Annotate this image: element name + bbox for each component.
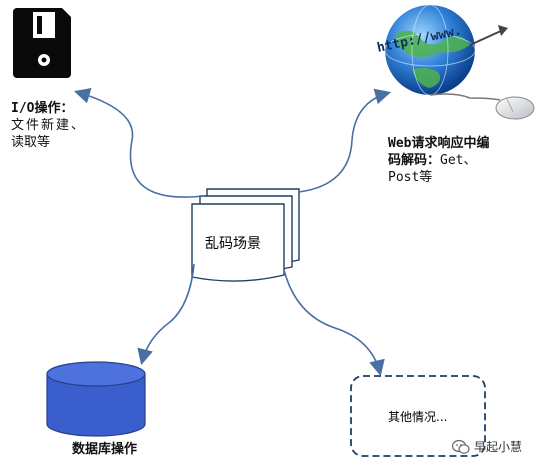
web-label: Web请求响应中编 码解码：Get、 Post等 [388, 135, 489, 186]
web-label-line2-rest: Get、 [440, 153, 477, 168]
web-label-line1: Web请求响应中编 [388, 136, 490, 151]
arrow-to-database [137, 263, 195, 366]
web-label-line2-bold: 码解码： [388, 153, 441, 168]
arrow-to-others [283, 269, 385, 377]
others-label: 其他情况... [388, 410, 448, 424]
web-label-line3: Post等 [388, 170, 433, 185]
floppy-disk-icon [13, 8, 71, 78]
watermark-text: 早起小慧 [474, 440, 523, 454]
center-label: 乱码场景 [205, 236, 261, 252]
io-label-line2: 文件新建、 [11, 118, 87, 133]
io-label-line1: I/O操作： [11, 101, 74, 116]
arrow-to-io [73, 87, 204, 198]
wechat-icon [452, 439, 470, 454]
others-dashed-box [350, 375, 486, 457]
io-label: I/O操作： 文件新建、 读取等 [11, 100, 86, 151]
mouse-icon [429, 93, 535, 120]
database-label: 数据库操作 [72, 442, 138, 457]
database-cylinder-icon [46, 361, 146, 437]
globe-icon: http://www. [376, 4, 508, 96]
stacked-documents-icon [191, 188, 300, 282]
watermark: 早起小慧 [452, 438, 522, 455]
io-label-line3: 读取等 [11, 135, 51, 150]
arrow-to-web [298, 88, 392, 193]
